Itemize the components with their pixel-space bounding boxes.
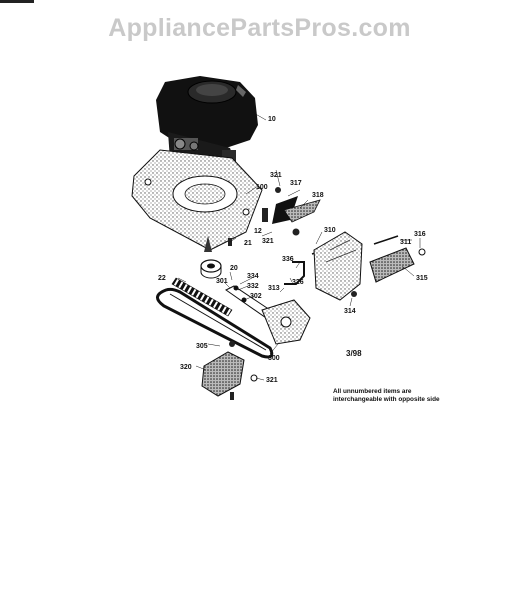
callout-316: 316 <box>414 231 426 238</box>
diagram-date: 3/98 <box>346 349 362 358</box>
discharge-door <box>369 235 426 283</box>
callout-22: 22 <box>158 275 166 282</box>
blade-adapter <box>272 187 321 224</box>
callout-320: 320 <box>180 364 192 371</box>
callout-326: 326 <box>292 279 304 286</box>
callout-336: 336 <box>282 256 294 263</box>
callout-321-mid: 321 <box>262 238 274 245</box>
drive-belt <box>156 287 274 359</box>
callout-315: 315 <box>416 275 428 282</box>
callout-305: 305 <box>196 343 208 350</box>
drive-arm <box>225 285 311 345</box>
callout-318: 318 <box>312 192 324 199</box>
callout-300: 300 <box>268 355 280 362</box>
spring <box>171 277 233 317</box>
mower-deck-plate <box>131 149 263 252</box>
callout-332: 332 <box>247 283 259 290</box>
leader-lines <box>177 111 421 381</box>
callout-321-bottom: 321 <box>266 377 278 384</box>
watermark: AppliancePartsPros.com <box>108 14 411 42</box>
callout-10: 10 <box>268 116 276 123</box>
callout-20: 20 <box>230 265 238 272</box>
corner-mark <box>0 0 34 3</box>
callout-301: 301 <box>216 278 228 285</box>
interchangeable-note: All unnumbered items are interchangeable… <box>333 388 440 403</box>
callout-302: 302 <box>250 293 262 300</box>
callout-21: 21 <box>244 240 252 247</box>
callout-12: 12 <box>254 228 262 235</box>
callout-313: 313 <box>268 285 280 292</box>
belt-guard <box>201 341 258 400</box>
drive-pulley <box>200 259 222 279</box>
callout-314: 314 <box>344 308 356 315</box>
engine <box>156 76 258 172</box>
callout-311: 311 <box>400 239 411 246</box>
callout-334: 334 <box>247 273 259 280</box>
callout-100: 100 <box>256 184 268 191</box>
callout-317: 317 <box>290 180 302 187</box>
callout-310: 310 <box>324 227 336 234</box>
discharge-cover <box>313 231 363 301</box>
callout-321-top: 321 <box>270 172 282 179</box>
